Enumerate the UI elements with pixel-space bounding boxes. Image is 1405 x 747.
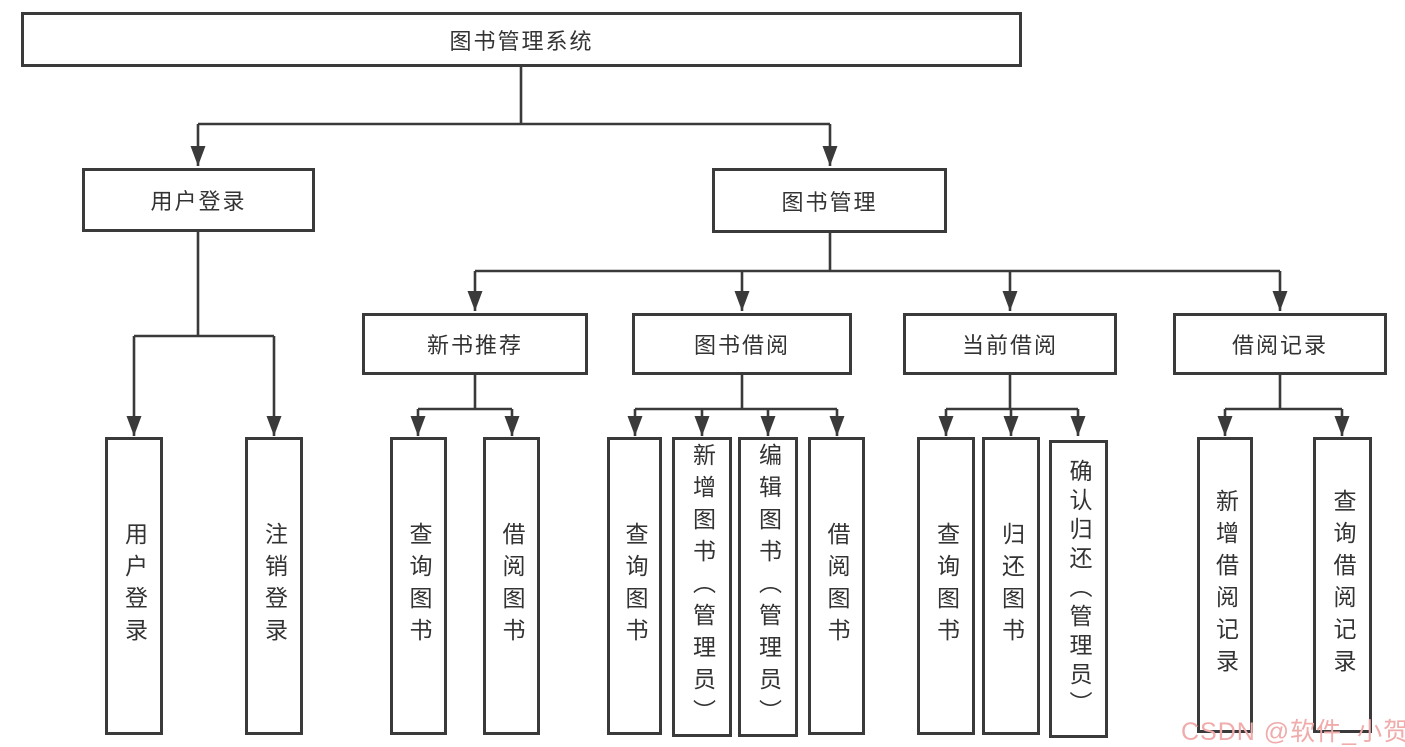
node-book-management: 图书管理 bbox=[712, 168, 947, 233]
leaf-query-borrow-record: 查询借阅记录 bbox=[1313, 437, 1372, 733]
leaf-borrow-query-books: 查询图书 bbox=[607, 437, 662, 735]
node-root-library-management-system: 图书管理系统 bbox=[21, 12, 1022, 67]
leaf-logout: 注销登录 bbox=[245, 437, 303, 735]
leaf-user-login: 用户登录 bbox=[105, 437, 163, 735]
leaf-add-books-admin: 新增图书（管理员） bbox=[672, 437, 732, 737]
node-user-login: 用户登录 bbox=[82, 168, 315, 232]
node-borrow-records: 借阅记录 bbox=[1173, 313, 1387, 375]
leaf-borrow-books: 借阅图书 bbox=[808, 437, 865, 735]
node-book-borrow: 图书借阅 bbox=[632, 313, 852, 375]
leaf-recommend-borrow-books: 借阅图书 bbox=[483, 437, 540, 735]
leaf-confirm-return-admin: 确认归还（管理员） bbox=[1049, 440, 1108, 738]
node-current-borrow: 当前借阅 bbox=[903, 313, 1117, 375]
csdn-watermark: CSDN @软件_小贺同学 bbox=[1181, 718, 1405, 746]
leaf-edit-books-admin: 编辑图书（管理员） bbox=[738, 437, 798, 737]
leaf-current-query-books: 查询图书 bbox=[917, 437, 975, 735]
node-new-book-recommend: 新书推荐 bbox=[362, 313, 588, 375]
leaf-recommend-query-books: 查询图书 bbox=[390, 437, 447, 735]
leaf-add-borrow-record: 新增借阅记录 bbox=[1197, 437, 1253, 733]
leaf-return-books: 归还图书 bbox=[982, 437, 1040, 735]
